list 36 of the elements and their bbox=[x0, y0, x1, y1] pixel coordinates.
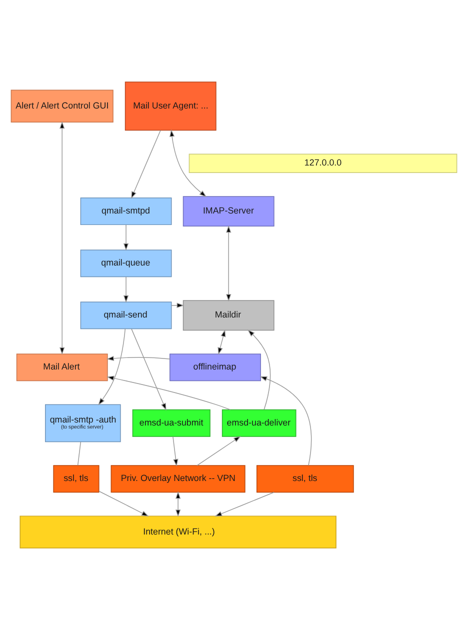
node-box: Mail Alert bbox=[16, 353, 108, 381]
arrow bbox=[172, 436, 178, 466]
arrow bbox=[169, 128, 207, 197]
node-box: Mail User Agent: ... bbox=[124, 81, 216, 130]
arrow bbox=[248, 329, 271, 410]
arrow bbox=[131, 130, 161, 198]
arrow bbox=[196, 436, 242, 466]
arrow bbox=[131, 328, 166, 410]
arrow bbox=[106, 355, 170, 361]
arrow bbox=[171, 302, 184, 308]
node-box: Priv. Overlay Network -- VPN bbox=[110, 464, 246, 492]
connector bbox=[77, 441, 82, 466]
arrow bbox=[218, 328, 226, 354]
node-box: qmail-send bbox=[80, 301, 172, 329]
arrow bbox=[226, 224, 232, 302]
arrow bbox=[123, 224, 129, 250]
node-box: qmail-queue bbox=[80, 249, 172, 277]
node-box: Alert / Alert Control GUI bbox=[10, 89, 114, 122]
arrow bbox=[260, 376, 312, 466]
node-box: qmail-smtpd bbox=[80, 197, 172, 225]
node-box: Internet (Wi-Fi, ...) bbox=[20, 515, 336, 548]
arrow bbox=[214, 491, 274, 516]
arrow bbox=[60, 120, 65, 354]
node-box: Maildir bbox=[182, 300, 274, 330]
node-box: emsd-ua-deliver bbox=[222, 408, 296, 436]
node-box: ssl, tls bbox=[53, 464, 100, 492]
arrow bbox=[123, 276, 129, 302]
node-box: emsd-ua-submit bbox=[132, 408, 210, 436]
node-box: offlineimap bbox=[170, 353, 261, 381]
node-box: 127.0.0.0 bbox=[188, 153, 458, 173]
arrow bbox=[175, 490, 181, 517]
arrow bbox=[106, 375, 231, 410]
arrow bbox=[98, 490, 149, 516]
node-box: ssl, tls bbox=[256, 464, 354, 492]
arrow bbox=[98, 328, 126, 405]
node-box: IMAP-Server bbox=[182, 196, 274, 226]
